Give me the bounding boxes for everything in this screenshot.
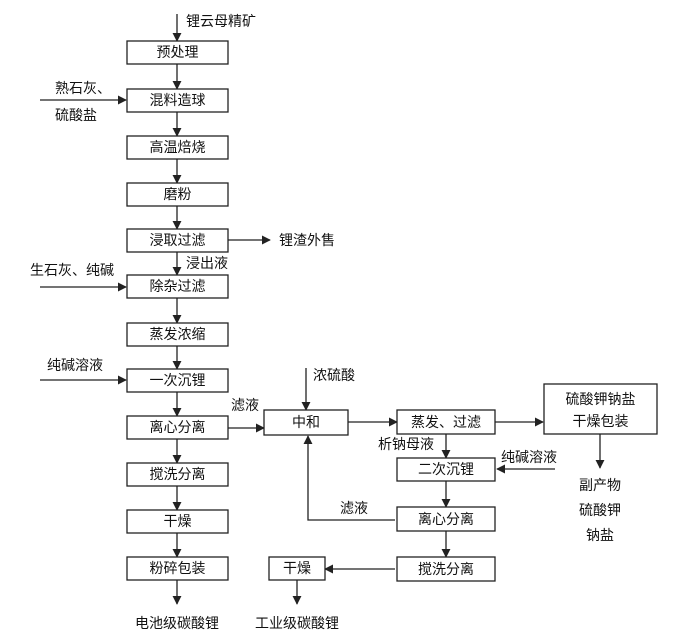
node-kna-dry-label-2: 干燥包装 xyxy=(573,414,629,430)
node-precip1: 一次沉锂 xyxy=(126,368,229,393)
node-mix: 混料造球 xyxy=(126,88,229,113)
node-evapfilt: 蒸发、过滤 xyxy=(396,409,496,435)
node-wash1: 搅洗分离 xyxy=(126,462,229,487)
node-pretreat-label: 预处理 xyxy=(157,45,199,61)
label-ore: 锂云母精矿 xyxy=(186,14,256,30)
node-evapfilt-label: 蒸发、过滤 xyxy=(411,415,481,431)
node-pack1: 粉碎包装 xyxy=(126,556,229,581)
node-mix-label: 混料造球 xyxy=(150,93,206,109)
node-purify-label: 除杂过滤 xyxy=(150,279,206,295)
node-pretreat: 预处理 xyxy=(126,40,229,65)
node-centri1: 离心分离 xyxy=(126,415,229,440)
node-precip1-label: 一次沉锂 xyxy=(150,373,206,389)
node-precip2-label: 二次沉锂 xyxy=(418,462,474,478)
node-evap1-label: 蒸发浓缩 xyxy=(150,327,206,343)
label-industrial-grade: 工业级碳酸锂 xyxy=(255,616,339,632)
label-battery-grade: 电池级碳酸锂 xyxy=(135,616,219,632)
edges xyxy=(40,14,605,605)
edge-centri2-filtrate-to-neutral xyxy=(303,435,395,521)
label-byproduct-line3: 钠盐 xyxy=(586,528,614,544)
node-grind-label: 磨粉 xyxy=(164,187,192,203)
node-wash2: 搅洗分离 xyxy=(396,556,496,582)
node-neutral-label: 中和 xyxy=(292,415,320,431)
node-purify: 除杂过滤 xyxy=(126,274,229,299)
node-centri2-label: 离心分离 xyxy=(418,511,474,528)
label-filtrate-2: 滤液 xyxy=(340,501,368,517)
label-mother-liquor: 析钠母液 xyxy=(378,437,434,453)
label-lime-sulfate-line2: 硫酸盐 xyxy=(55,108,97,124)
label-conc-acid: 浓硫酸 xyxy=(313,368,355,384)
node-roast: 高温焙烧 xyxy=(126,135,229,160)
label-filtrate-1: 滤液 xyxy=(231,398,259,414)
node-neutral: 中和 xyxy=(263,409,349,436)
node-leach: 浸取过滤 xyxy=(126,228,229,253)
node-centri2: 离心分离 xyxy=(396,506,496,532)
labels: 锂云母精矿 熟石灰、 硫酸盐 锂渣外售 浸出液 生石灰、纯碱 纯碱溶液 滤液 浓… xyxy=(30,14,621,632)
label-byproduct-line2: 硫酸钾 xyxy=(579,503,621,519)
label-quicklime-soda: 生石灰、纯碱 xyxy=(30,263,114,279)
label-soda-solution-2: 纯碱溶液 xyxy=(501,450,557,466)
node-precip2: 二次沉锂 xyxy=(396,457,496,482)
node-grind: 磨粉 xyxy=(126,182,229,207)
node-pack1-label: 粉碎包装 xyxy=(150,561,206,577)
label-byproduct-line1: 副产物 xyxy=(579,478,621,494)
node-roast-label: 高温焙烧 xyxy=(150,139,206,156)
node-centri1-label: 离心分离 xyxy=(150,419,206,436)
label-leachate: 浸出液 xyxy=(186,256,228,272)
node-kna-dry-label-1: 硫酸钾钠盐 xyxy=(566,392,636,408)
node-leach-label: 浸取过滤 xyxy=(150,233,206,249)
node-dry2: 干燥 xyxy=(268,556,326,581)
node-dry2-label: 干燥 xyxy=(283,561,311,577)
label-lime-sulfate-line1: 熟石灰、 xyxy=(55,81,111,97)
node-wash1-label: 搅洗分离 xyxy=(150,466,206,483)
nodes: 预处理 混料造球 高温焙烧 磨粉 浸取过滤 除杂过滤 蒸发浓缩 一次沉锂 xyxy=(126,40,658,582)
node-wash2-label: 搅洗分离 xyxy=(418,561,474,578)
label-residue: 锂渣外售 xyxy=(279,233,335,249)
label-soda-solution-1: 纯碱溶液 xyxy=(47,358,103,374)
node-dry1-label: 干燥 xyxy=(164,514,192,530)
node-dry1: 干燥 xyxy=(126,509,229,534)
node-kna-dry: 硫酸钾钠盐 干燥包装 xyxy=(543,383,658,435)
node-evap1: 蒸发浓缩 xyxy=(126,322,229,347)
